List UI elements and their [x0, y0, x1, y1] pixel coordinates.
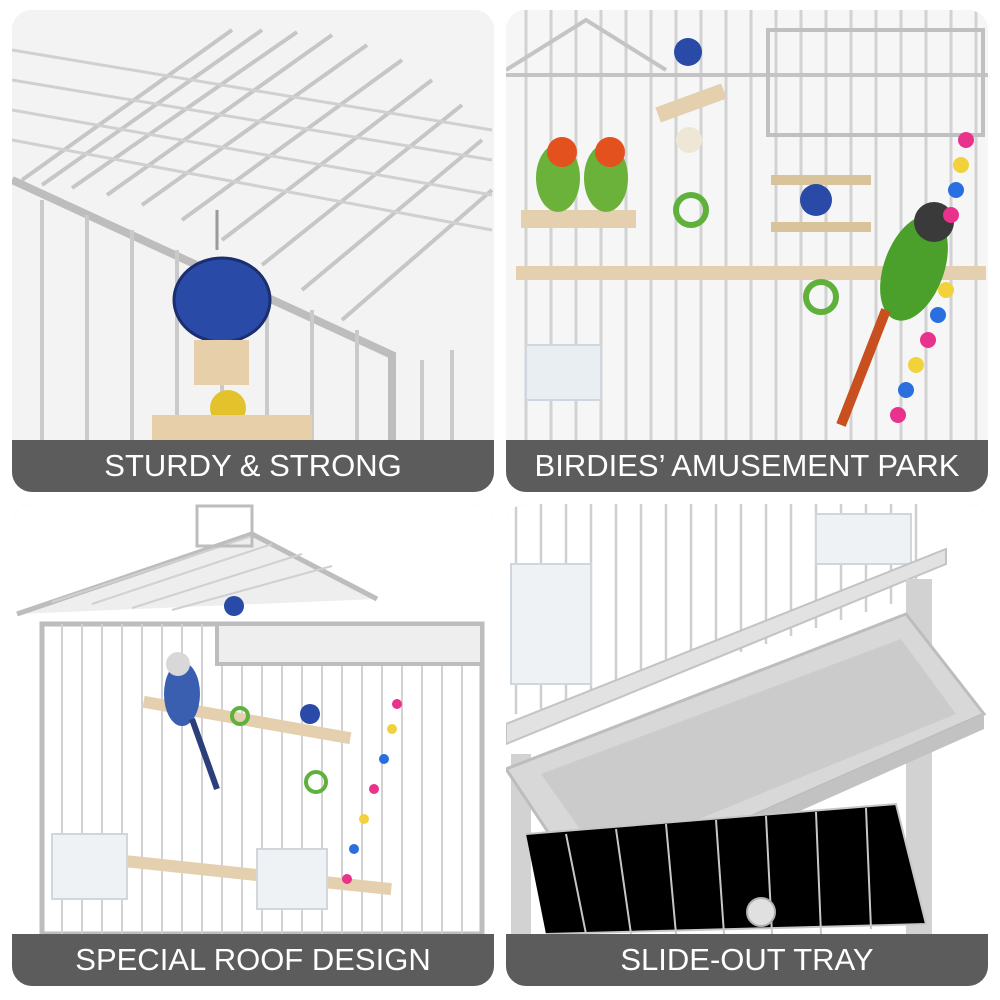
caption-sturdy-strong: STURDY & STRONG: [104, 448, 402, 483]
caption-birdies-amusement-park: BIRDIES’ AMUSEMENT PARK: [534, 448, 960, 483]
caption-bar: STURDY & STRONG: [12, 440, 494, 492]
caption-slide-out-tray: SLIDE-OUT TRAY: [620, 942, 874, 977]
panel-sturdy-strong: STURDY & STRONG: [12, 10, 494, 492]
birds-with-toys-photo: [506, 10, 988, 440]
slide-out-tray-photo: [506, 504, 988, 934]
panel-special-roof-design: SPECIAL ROOF DESIGN: [12, 504, 494, 986]
caption-bar: BIRDIES’ AMUSEMENT PARK: [506, 440, 988, 492]
caption-bar: SPECIAL ROOF DESIGN: [12, 934, 494, 986]
cage-door-closeup-photo: [12, 10, 494, 440]
panel-birdies-amusement-park: BIRDIES’ AMUSEMENT PARK: [506, 10, 988, 492]
cage-roof-photo: [12, 504, 494, 934]
caption-bar: SLIDE-OUT TRAY: [506, 934, 988, 986]
panel-slide-out-tray: SLIDE-OUT TRAY: [506, 504, 988, 986]
caption-special-roof-design: SPECIAL ROOF DESIGN: [75, 942, 431, 977]
